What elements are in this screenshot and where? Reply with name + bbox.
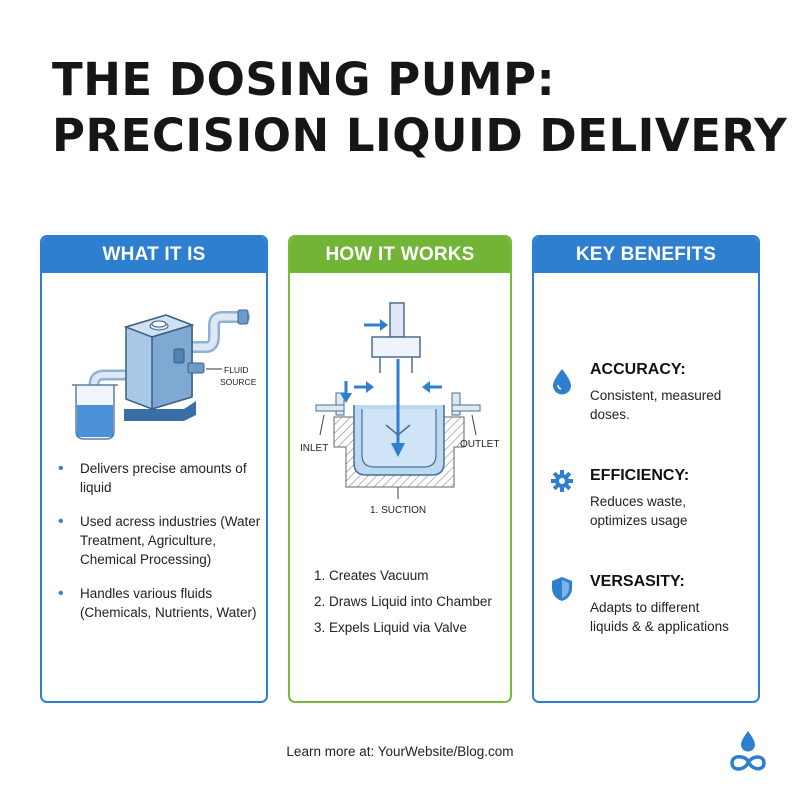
footer-link-text: Learn more at: YourWebsite/Blog.com [286,744,514,759]
gear-icon [551,470,573,492]
step-item: 2. Draws Liquid into Chamber [314,594,492,609]
benefit-title: EFFICIENCY: [590,467,690,484]
key-benefits-header: KEY BENEFITS [534,237,758,273]
benefit-description: Reduces waste, optimizes usage [590,494,688,528]
benefit-title: ACCURACY: [590,361,686,378]
source-label: SOURCE [220,377,257,387]
benefit-description: Consistent, measured doses. [590,388,722,422]
pump-mechanism-diagram: INLET OUTLET 1. SUCTION [300,302,499,515]
inlet-label: INLET [300,443,328,454]
what-it-is-list: •Delivers precise amounts of liquid •Use… [54,459,264,637]
list-item: •Delivers precise amounts of liquid [58,460,247,495]
benefit-title: VERSASITY: [590,573,685,590]
suction-label: 1. SUCTION [370,505,426,515]
water-drop-icon [553,369,571,395]
list-item: •Used acress industries (Water Treatment… [58,513,261,567]
title-line-1: THE DOSING PUMP: [52,53,556,106]
title-line-2: PRECISION LIQUID DELIVERY [52,109,788,162]
page-title: THE DOSING PUMP: PRECISION LIQUID DELIVE… [52,52,788,164]
how-it-works-header: HOW IT WORKS [290,237,510,273]
outlet-label: OUTLET [460,439,499,450]
fluid-label: FLUID [224,365,249,375]
benefit-description: Adapts to different liquids & & applicat… [590,600,729,634]
list-item: •Handles various fluids (Chemicals, Nutr… [58,585,257,620]
key-benefits-card: KEY BENEFITS ACCURACY: Consistent, measu… [532,235,760,703]
how-it-works-card: HOW IT WORKS [288,235,512,703]
shield-icon [552,577,572,601]
step-item: 1. Creates Vacuum [314,568,429,583]
what-it-is-card: WHAT IT IS FLUID SOURCE •Delivers precis… [40,235,268,703]
brand-logo-icon [730,731,766,771]
pump-illustration: FLUID SOURCE [72,309,257,440]
step-item: 3. Expels Liquid via Valve [314,620,467,635]
what-it-is-header: WHAT IT IS [42,237,266,273]
steps-list: 1. Creates Vacuum 2. Draws Liquid into C… [314,563,504,641]
